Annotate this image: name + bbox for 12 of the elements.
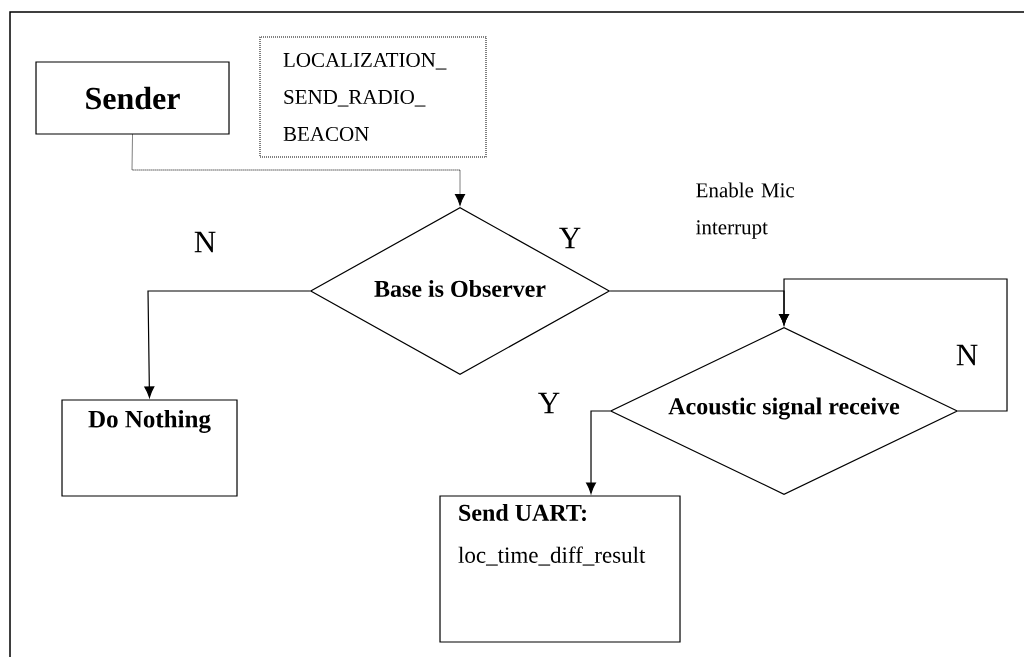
arrow: [779, 278, 1008, 412]
edge-label: N: [192, 230, 218, 254]
process-box: Do Nothing: [61, 399, 238, 497]
arrow: [586, 410, 611, 494]
process-box: Send UART: loc_time_diff_result: [439, 495, 681, 643]
edge-label: Y: [557, 226, 583, 250]
edge-label: Y: [536, 391, 562, 415]
process-box: Sender: [35, 61, 230, 135]
arrow: [131, 134, 466, 206]
note-box: LOCALIZATION_ SEND_RADIO_ BEACON: [259, 36, 487, 158]
arrow: [144, 290, 311, 398]
note-text: Enable Mic interrupt: [696, 182, 795, 239]
